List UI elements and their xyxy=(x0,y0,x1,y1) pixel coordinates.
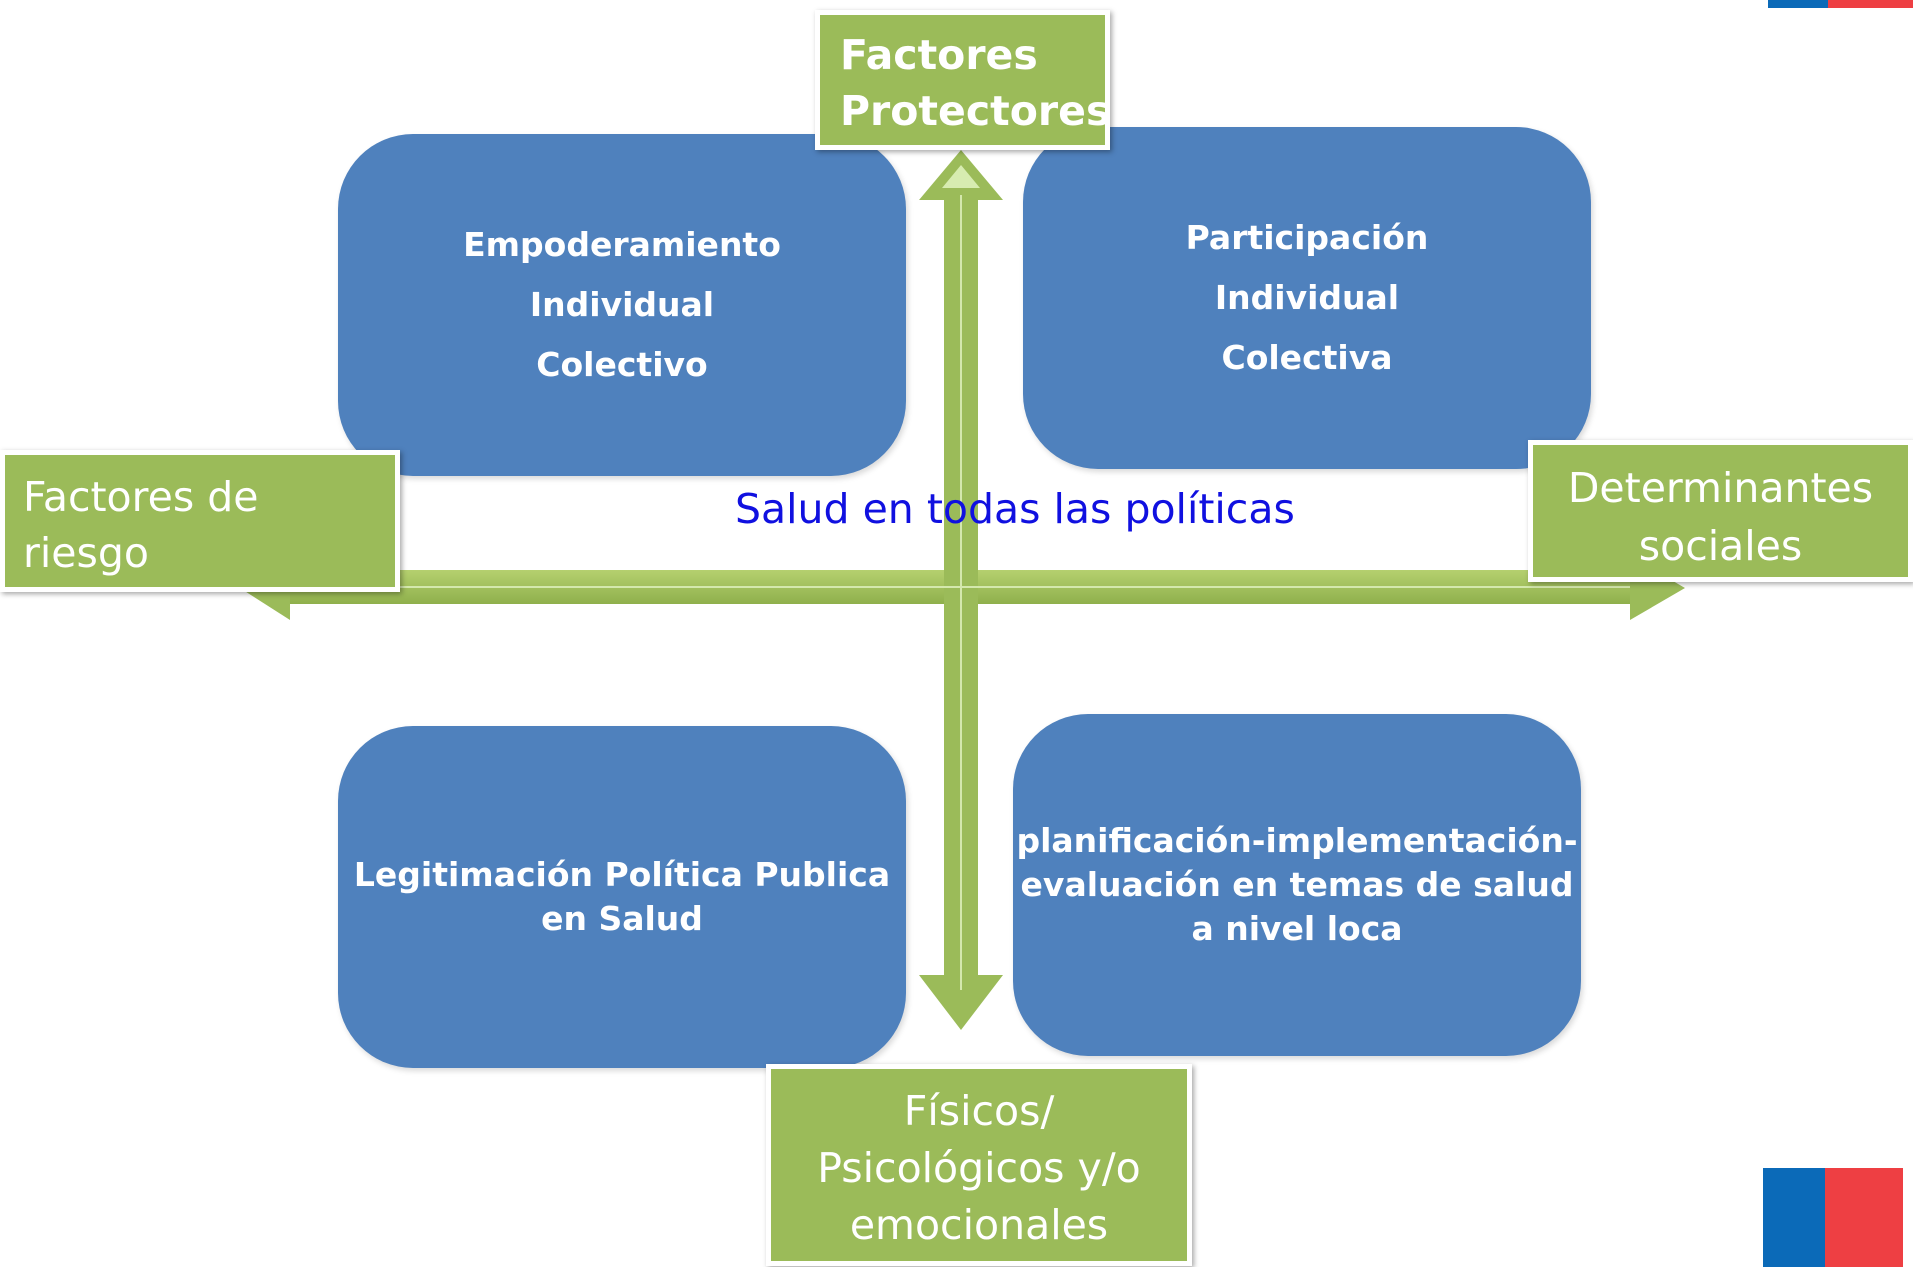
quadrant-text: Colectivo xyxy=(536,345,708,384)
quadrant-text: Individual xyxy=(1214,278,1400,317)
axis-label-line: emocionales xyxy=(849,1201,1109,1249)
quadrant-text: Empoderamiento xyxy=(463,225,781,264)
flag-red xyxy=(1828,0,1913,8)
quadrant-text: Individual xyxy=(529,285,715,324)
flag-blue xyxy=(1768,0,1828,8)
up-arrow-head-highlight xyxy=(942,165,980,188)
down-arrow-head xyxy=(919,975,1003,1030)
axis-label-line: Determinantes xyxy=(1567,464,1874,512)
center-label: Salud en todas las políticas xyxy=(735,485,1295,533)
quadrant-text: planificación-implementación- xyxy=(1016,821,1578,860)
axis-label-line: Factores de riesgo xyxy=(23,473,259,577)
flag-logo-bottom xyxy=(1763,1168,1903,1267)
axis-label-line: sociales xyxy=(1638,522,1803,570)
quadrant-text: evaluación en temas de salud xyxy=(1020,865,1574,904)
quadrant-top-left: Empoderamiento Individual Colectivo xyxy=(338,134,906,476)
axis-label-right: Determinantes sociales xyxy=(1528,440,1913,582)
quadrant-text: Participación xyxy=(1185,218,1429,257)
axis-label-top: Factores Protectores xyxy=(815,10,1110,150)
axis-label-line: Factores xyxy=(840,31,1038,79)
quadrant-bottom-right: planificación-implementación- evaluación… xyxy=(1013,714,1581,1056)
quadrant-text: en Salud xyxy=(541,899,703,938)
flag-blue xyxy=(1763,1168,1825,1267)
flag-red xyxy=(1825,1168,1903,1267)
quadrant-bottom-left: Legitimación Política Publica en Salud xyxy=(338,726,906,1068)
quadrant-text: Legitimación Política Publica xyxy=(353,855,891,894)
axis-label-bottom: Físicos/ Psicológicos y/o emocionales xyxy=(766,1064,1192,1266)
axis-label-left: Factores de riesgo xyxy=(0,450,400,592)
axis-label-line: Físicos/ xyxy=(903,1087,1055,1135)
quadrant-text: Colectiva xyxy=(1221,338,1393,377)
quadrant-top-right: Participación Individual Colectiva xyxy=(1023,127,1591,469)
flag-logo-top xyxy=(1768,0,1913,8)
axis-label-line: Protectores xyxy=(840,87,1111,135)
quadrant-text: a nivel loca xyxy=(1191,909,1403,948)
axis-label-line: Psicológicos y/o xyxy=(817,1144,1141,1192)
